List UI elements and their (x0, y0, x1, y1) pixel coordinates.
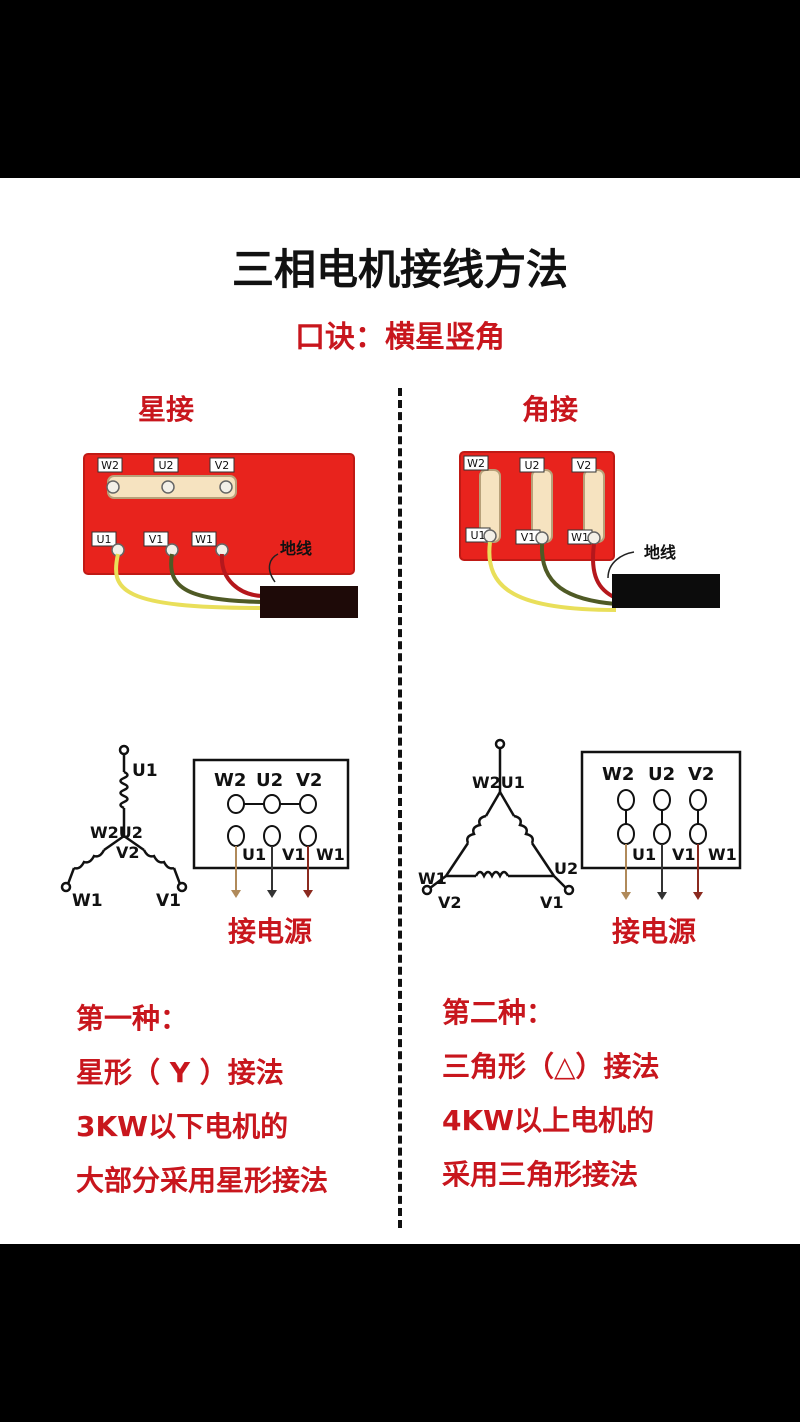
star-box-bottom-v1: V1 (282, 845, 306, 864)
ground-label-right: 地线 (644, 543, 676, 562)
star-box-bottom-w1: W1 (316, 845, 345, 864)
board-label-u2-right: U2 (524, 459, 539, 472)
board-label-v1-right: V1 (521, 531, 536, 544)
delta-desc-line-3: 4KW以上电机的 (442, 1104, 655, 1137)
star-desc-line-2: 星形（ Y ）接法 (76, 1056, 284, 1089)
delta-power-label: 接电源 (612, 915, 697, 948)
star-connection-box: W2 U2 V2 U1 V1 W1 (192, 758, 350, 898)
delta-box-top-u2: U2 (648, 764, 675, 785)
delta-heading: 角接 (522, 393, 579, 426)
delta-desc-line-1: 第二种： (442, 996, 555, 1029)
ground-label-left: 地线 (280, 539, 312, 558)
page-title: 三相电机接线方法 (231, 245, 568, 294)
board-label-v2: V2 (215, 459, 230, 472)
star-desc-line-1: 第一种： (76, 1002, 189, 1035)
board-label-v1: V1 (149, 533, 164, 546)
delta-label-v2: V2 (438, 893, 462, 912)
delta-desc-line-2: 三角形（△）接法 (442, 1050, 660, 1083)
star-label-v2: V2 (116, 843, 140, 862)
delta-box-bottom-v1: V1 (672, 845, 696, 864)
star-terminal-board-photo: W2 U2 V2 U1 V1 W1 地线 (83, 453, 358, 618)
delta-desc-line-4: 采用三角形接法 (442, 1158, 639, 1191)
star-label-w1: W1 (72, 891, 103, 910)
delta-label-w1: W1 (418, 869, 447, 888)
delta-box-top-w2: W2 (602, 764, 634, 785)
star-heading: 星接 (138, 393, 195, 426)
delta-terminal-board-photo: W2 U2 V2 U1 V1 W1 地线 (459, 451, 720, 612)
delta-box-bottom-w1: W1 (708, 845, 737, 864)
star-box-top-v2: V2 (296, 770, 322, 791)
delta-winding-schematic: W2U1 W1 V2 U2 V1 (418, 738, 578, 912)
delta-label-v1: V1 (540, 893, 564, 912)
board-label-w2-right: W2 (467, 457, 485, 470)
delta-description: 第二种： 三角形（△）接法 4KW以上电机的 采用三角形接法 (442, 986, 660, 1202)
delta-label-w2u1: W2U1 (472, 773, 525, 792)
center-divider (398, 388, 402, 1228)
mnemonic-subtitle: 口诀：横星竖角 (295, 320, 505, 355)
star-desc-line-3: 3KW以下电机的 (76, 1110, 289, 1143)
star-box-top-w2: W2 (214, 770, 246, 791)
diagram-card: 三相电机接线方法 口诀：横星竖角 星接 角接 W2 U2 V2 U1 V1 W1… (0, 178, 800, 1244)
star-label-u1: U1 (132, 761, 158, 781)
star-winding-schematic: U1 W2U2 V2 W1 V1 (60, 744, 188, 910)
board-label-u1-right: U1 (470, 529, 485, 542)
delta-label-u2: U2 (554, 859, 578, 878)
board-label-w1-right: W1 (571, 531, 589, 544)
delta-box-top-v2: V2 (688, 764, 714, 785)
board-label-w1: W1 (195, 533, 213, 546)
star-power-label: 接电源 (228, 915, 313, 948)
star-desc-line-4: 大部分采用星形接法 (76, 1164, 329, 1197)
star-label-v1: V1 (156, 891, 181, 910)
star-label-w2u2: W2U2 (90, 823, 143, 842)
board-label-u1: U1 (96, 533, 111, 546)
star-box-bottom-u1: U1 (242, 845, 266, 864)
star-box-top-u2: U2 (256, 770, 283, 791)
board-label-v2-right: V2 (577, 459, 592, 472)
star-description: 第一种： 星形（ Y ）接法 3KW以下电机的 大部分采用星形接法 (76, 992, 328, 1208)
board-label-u2: U2 (158, 459, 173, 472)
delta-box-bottom-u1: U1 (632, 845, 656, 864)
delta-connection-box: W2 U2 V2 U1 V1 W1 (580, 750, 742, 900)
board-label-w2: W2 (101, 459, 119, 472)
